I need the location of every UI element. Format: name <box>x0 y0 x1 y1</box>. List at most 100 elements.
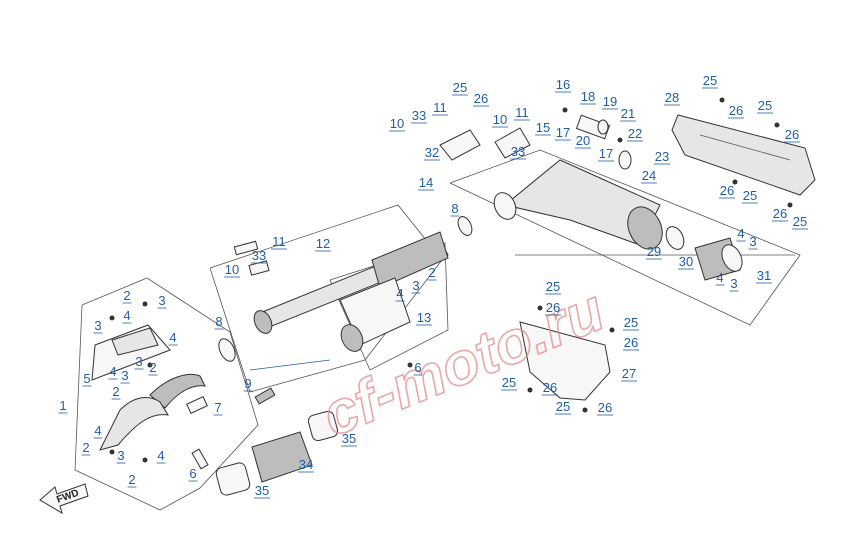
heat-shield-28-body <box>671 114 816 196</box>
tailpipe <box>665 226 743 281</box>
sensor-9 <box>254 387 276 405</box>
callout-25e: 25 <box>793 214 807 229</box>
callout-4f: 4 <box>396 286 403 301</box>
gasket-29 <box>665 226 685 250</box>
callout-7: 7 <box>214 400 221 415</box>
ring-8-right <box>457 216 473 236</box>
callout-26i: 26 <box>598 400 612 415</box>
callout-27: 27 <box>622 366 636 381</box>
callout-25i: 25 <box>556 399 570 414</box>
callout-25f: 25 <box>546 279 560 294</box>
callout-25c: 25 <box>758 98 772 113</box>
callout-3d: 3 <box>121 368 128 383</box>
heat-shield-28-ribs <box>699 134 791 161</box>
callout-10b: 10 <box>390 116 404 131</box>
callout-3h: 3 <box>730 276 737 291</box>
callout-35b: 35 <box>255 483 269 498</box>
callout-2c: 2 <box>112 384 119 399</box>
bolt-f <box>407 362 413 368</box>
callout-3c: 3 <box>135 354 142 369</box>
callout-11b: 11 <box>433 100 447 115</box>
gasket-35-lower <box>215 462 251 496</box>
bolt-j <box>787 202 793 208</box>
flange-7 <box>186 396 208 414</box>
callout-11a: 11 <box>272 234 286 249</box>
muffler-group-frame <box>449 149 801 326</box>
bolt-i <box>732 179 738 185</box>
gasket-35-upper <box>307 410 339 442</box>
bolt-m <box>527 387 533 393</box>
callout-16: 16 <box>556 77 570 92</box>
tailpipe-31-tip <box>721 244 743 272</box>
callout-3f: 3 <box>412 278 419 293</box>
callout-25h: 25 <box>502 375 516 390</box>
header-bend <box>149 373 206 409</box>
sensor-wire-9 <box>249 359 331 371</box>
callout-8b: 8 <box>451 201 458 216</box>
callout-2b: 2 <box>149 360 156 375</box>
wrap-34 <box>251 431 313 483</box>
callout-26g: 26 <box>624 335 638 350</box>
callout-26f: 26 <box>546 300 560 315</box>
callout-31: 31 <box>757 268 771 283</box>
callout-33b: 33 <box>412 108 426 123</box>
bolt-g <box>719 97 725 103</box>
callout-26b: 26 <box>729 103 743 118</box>
callout-28: 28 <box>665 90 679 105</box>
callout-11c: 11 <box>515 105 529 120</box>
callout-25g: 25 <box>624 315 638 330</box>
callout-12: 12 <box>316 236 330 251</box>
callout-6a: 6 <box>189 466 196 481</box>
callout-24: 24 <box>642 168 656 183</box>
callout-8a: 8 <box>215 314 222 329</box>
callout-10a: 10 <box>225 262 239 277</box>
callout-6b: 6 <box>414 360 421 375</box>
heat-shield-27-body <box>519 321 611 401</box>
bolt-e <box>142 457 148 463</box>
callout-23: 23 <box>655 149 669 164</box>
callout-33a: 33 <box>252 248 266 263</box>
callout-25d: 25 <box>743 188 757 203</box>
catalyst <box>339 231 449 368</box>
callout-20: 20 <box>576 133 590 148</box>
callout-3b: 3 <box>94 318 101 333</box>
callout-4b: 4 <box>169 330 176 345</box>
callout-30: 30 <box>679 254 693 269</box>
callout-22: 22 <box>628 126 642 141</box>
callout-26d: 26 <box>720 183 734 198</box>
grommet-24 <box>618 150 632 170</box>
callout-25b: 25 <box>703 73 717 88</box>
callout-2e: 2 <box>128 472 135 487</box>
heat-shield-27 <box>519 305 615 413</box>
callout-21: 21 <box>621 106 635 121</box>
callout-10c: 10 <box>493 112 507 127</box>
bolt-16 <box>562 107 568 113</box>
callout-15: 15 <box>536 120 550 135</box>
muffler-inlet <box>493 192 517 220</box>
callout-26c: 26 <box>785 127 799 142</box>
callout-13: 13 <box>417 310 431 325</box>
front-pipe-group-frame <box>74 277 259 511</box>
callout-26a: 26 <box>474 91 488 106</box>
stud-6 <box>191 448 209 470</box>
fwd-arrow-shape <box>39 483 89 515</box>
callout-4e: 4 <box>157 448 164 463</box>
callout-17b: 17 <box>599 146 613 161</box>
fwd-arrow: FWD <box>39 483 89 515</box>
ring-8-left <box>218 338 236 362</box>
callout-3e: 3 <box>117 448 124 463</box>
bolt-a <box>142 301 148 307</box>
callout-17a: 17 <box>556 125 570 140</box>
catalyst-body <box>371 231 449 289</box>
pipe-12-inlet <box>253 310 273 334</box>
bolt-l <box>609 327 615 333</box>
bolt-c <box>147 362 153 368</box>
muffler-endcap <box>627 206 663 250</box>
spring-33-left <box>233 240 259 256</box>
gaskets <box>215 410 339 496</box>
callout-4d: 4 <box>94 423 101 438</box>
muffler <box>439 107 663 250</box>
callout-4c: 4 <box>109 364 116 379</box>
